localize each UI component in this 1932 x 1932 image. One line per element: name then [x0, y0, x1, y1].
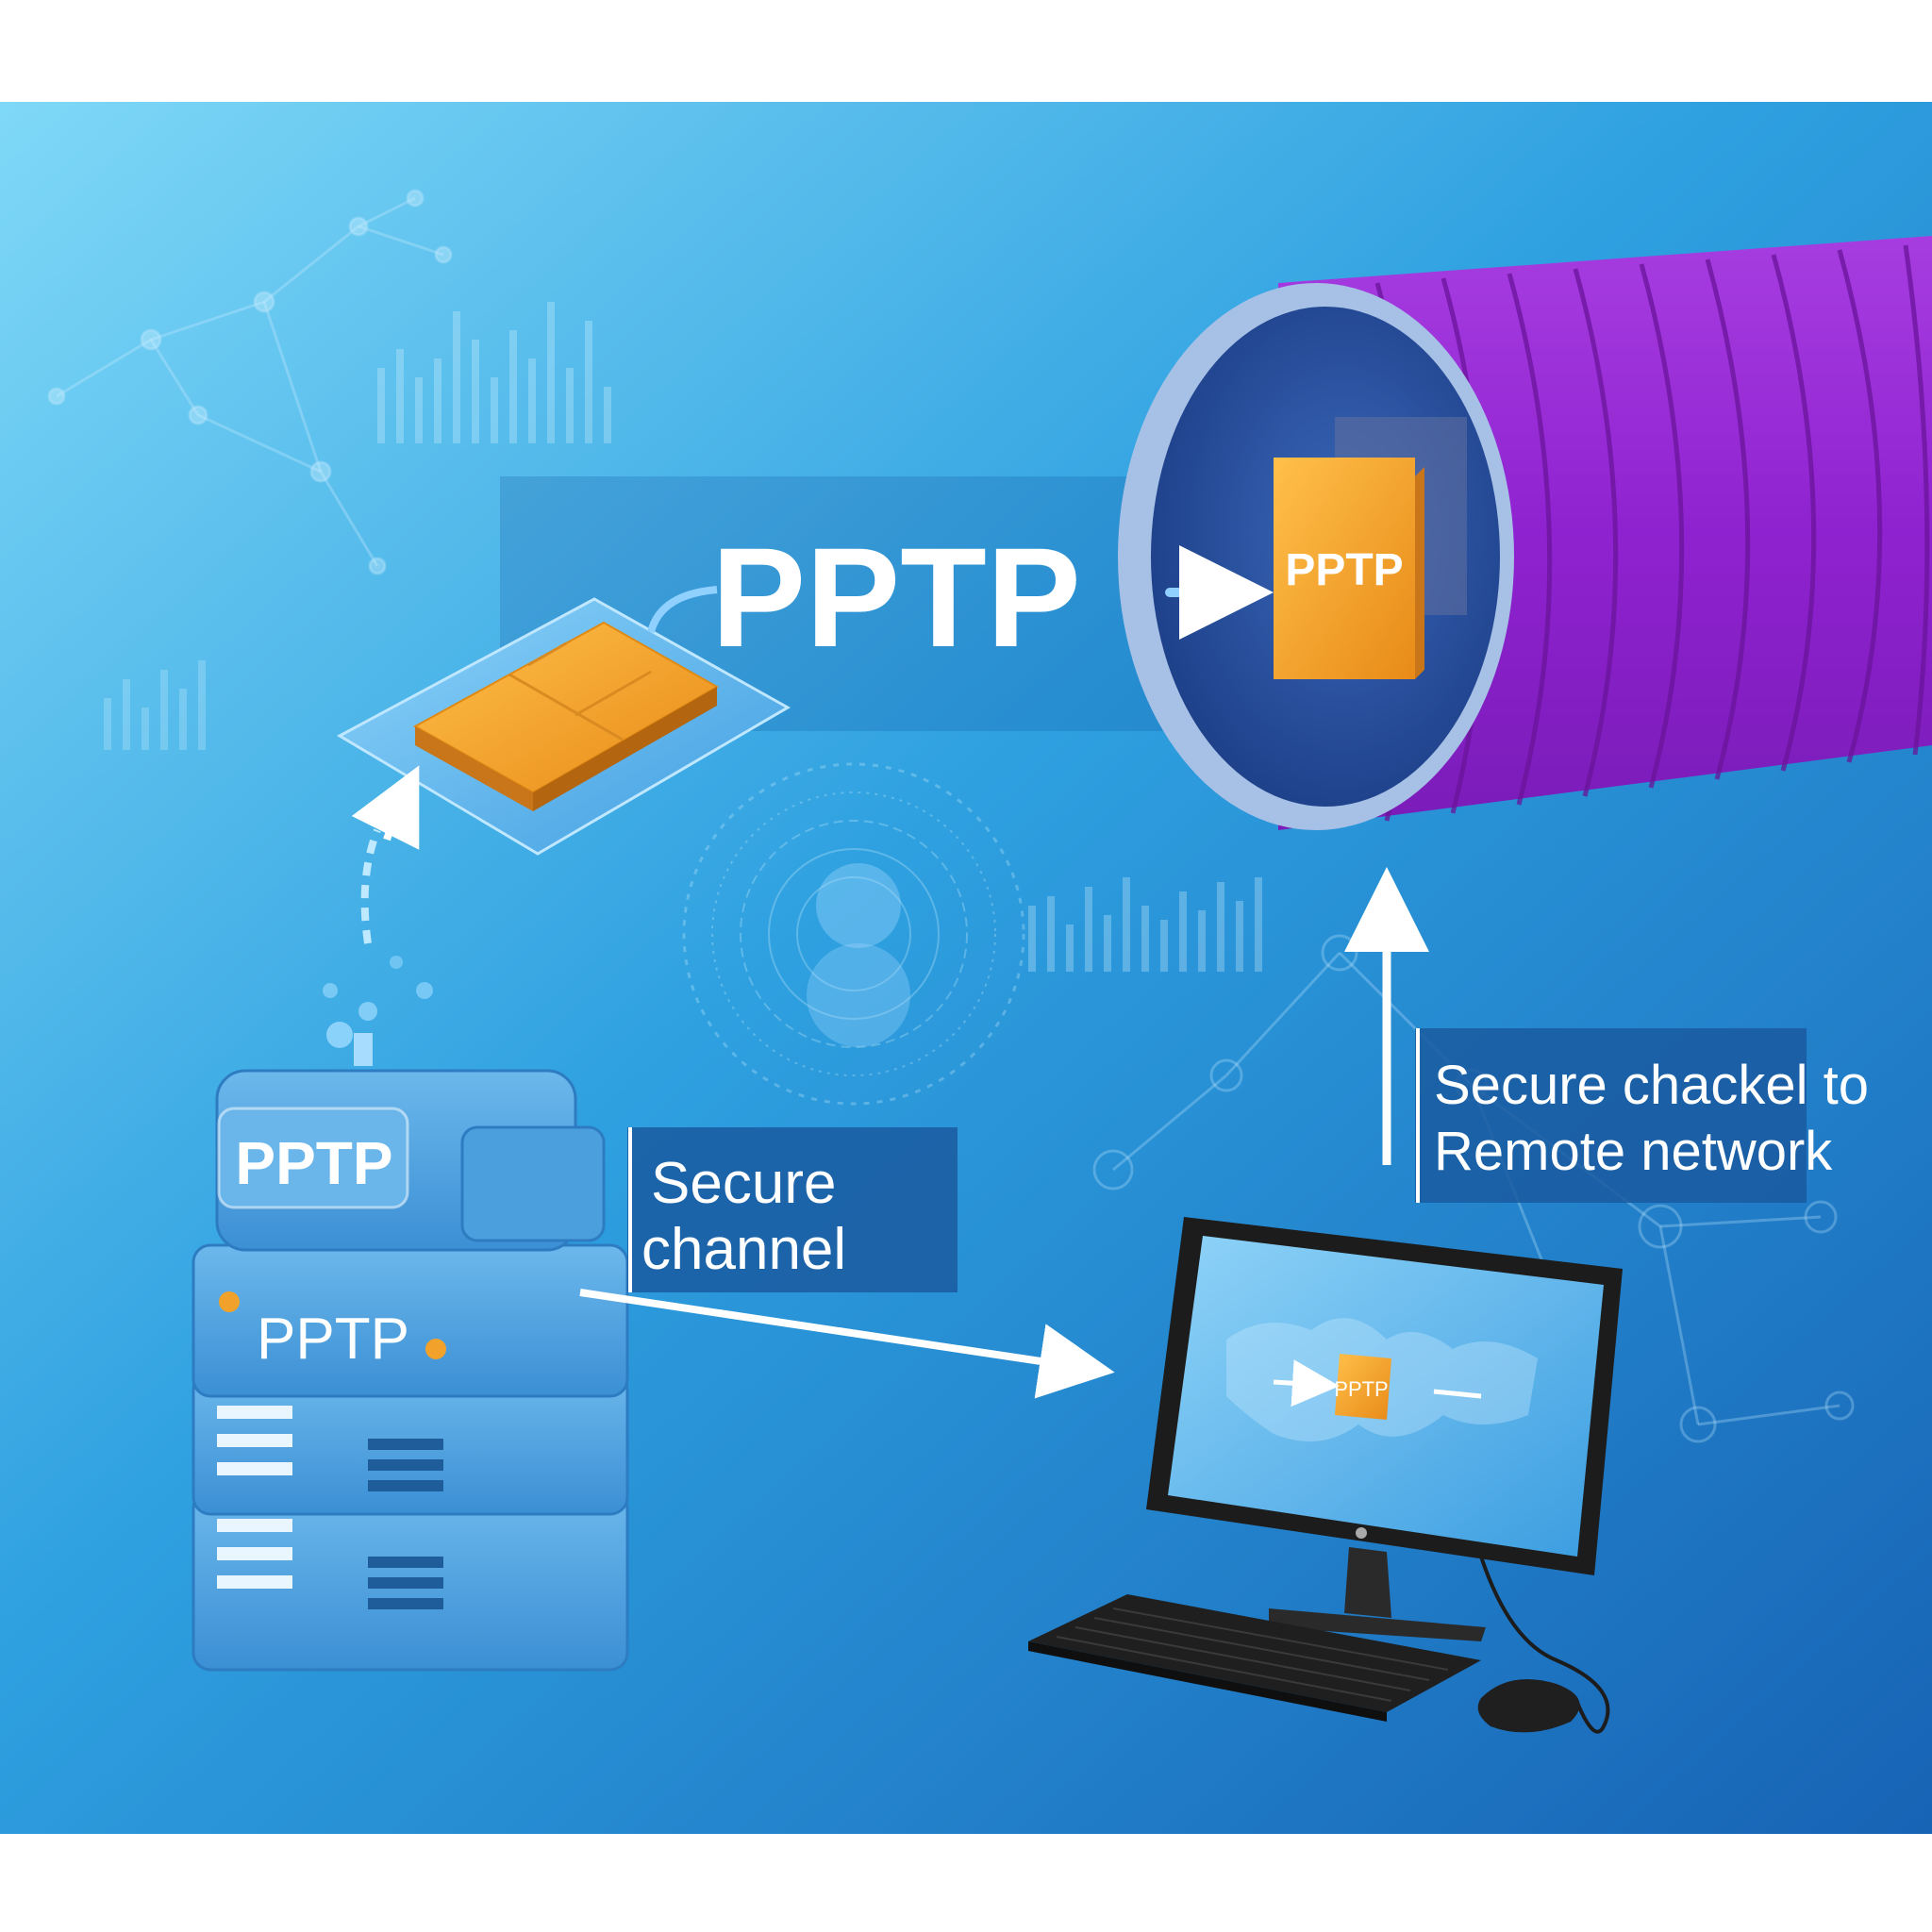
monitor-packet: PPTP	[1273, 1354, 1482, 1420]
server-top-label: PPTP	[235, 1129, 392, 1197]
network-nodes-icon	[47, 189, 453, 575]
remote-network-box	[1415, 1028, 1807, 1203]
bar-chart-icon	[377, 302, 611, 443]
connector-line	[647, 586, 718, 634]
secure-channel-label-line2: channel	[641, 1217, 846, 1282]
tunnel-icon	[1118, 236, 1932, 830]
secure-channel-box	[627, 1127, 958, 1292]
arrow-icon	[351, 765, 420, 850]
tunnel-packet: PPTP	[1274, 458, 1424, 679]
server-mid-label: PPTP	[257, 1307, 409, 1372]
keyboard-icon	[1028, 1594, 1481, 1722]
tech-orb	[807, 943, 910, 1047]
bar-chart-icon	[1028, 877, 1262, 972]
remote-label-line1: Secure chackel to	[1434, 1055, 1869, 1116]
arrow-icon	[579, 1289, 1115, 1399]
tech-orb	[816, 863, 901, 948]
tunnel-packet-label: PPTP	[1285, 545, 1403, 595]
secure-channel-label-line1: Secure	[651, 1151, 836, 1216]
server-icon	[192, 956, 629, 1672]
bar-chart-icon	[104, 660, 206, 750]
monitor-packet-label: PPTP	[1334, 1377, 1388, 1401]
remote-label-line2: Remote network	[1434, 1121, 1833, 1182]
mouse-icon	[1477, 1679, 1580, 1733]
tech-ring-decoration	[682, 762, 1025, 1106]
chip-icon	[336, 597, 791, 856]
page-title: PPTP	[711, 518, 1081, 676]
